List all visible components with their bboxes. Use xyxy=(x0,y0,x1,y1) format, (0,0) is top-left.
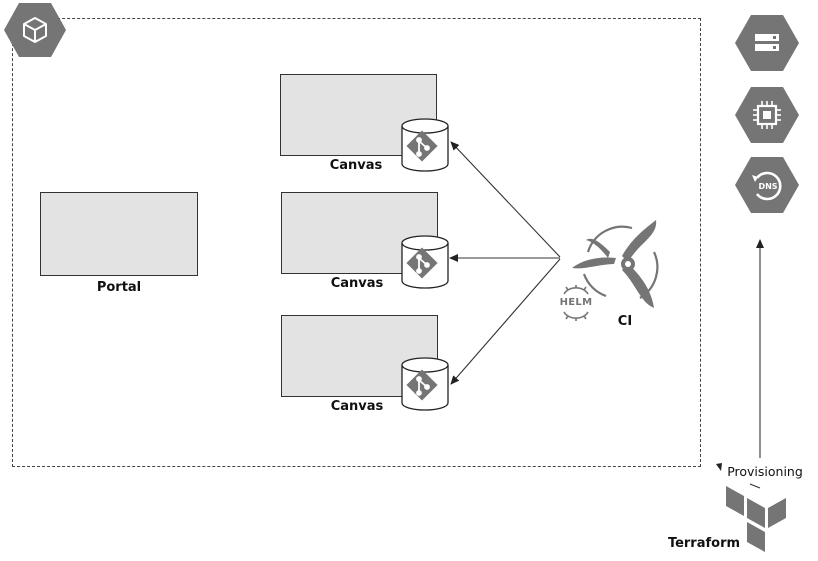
helm-wheel-icon xyxy=(563,285,589,321)
ci-to-canvas-3-arrow xyxy=(450,258,561,385)
terraform-logo-icon xyxy=(726,486,786,552)
provisioning-tick-lower xyxy=(749,483,761,489)
portal-label: Portal xyxy=(96,280,142,295)
canvas-label: Canvas xyxy=(329,158,383,173)
storage-hexagon-icon xyxy=(735,15,799,71)
provisioning-tick-upper xyxy=(716,463,722,471)
ci-label: CI xyxy=(617,314,633,329)
cluster-boundary xyxy=(12,18,701,467)
spinnaker-fan-icon xyxy=(572,220,659,308)
git-repo-icon xyxy=(401,357,449,411)
git-repo-icon xyxy=(401,235,449,289)
portal-box xyxy=(40,192,198,276)
canvas-label: Canvas xyxy=(330,276,384,291)
dns-hexagon-icon: DNS xyxy=(735,157,799,213)
helm-label: HELM xyxy=(559,297,593,308)
compute-chip-hexagon-icon xyxy=(735,87,799,143)
svg-text:DNS: DNS xyxy=(758,182,777,191)
git-repo-icon xyxy=(401,118,449,172)
kubernetes-cube-icon xyxy=(4,3,66,57)
provisioning-label: Provisioning xyxy=(727,464,803,479)
ci-to-canvas-1-arrow xyxy=(450,141,561,258)
terraform-label: Terraform xyxy=(667,536,741,551)
canvas-label: Canvas xyxy=(330,399,384,414)
